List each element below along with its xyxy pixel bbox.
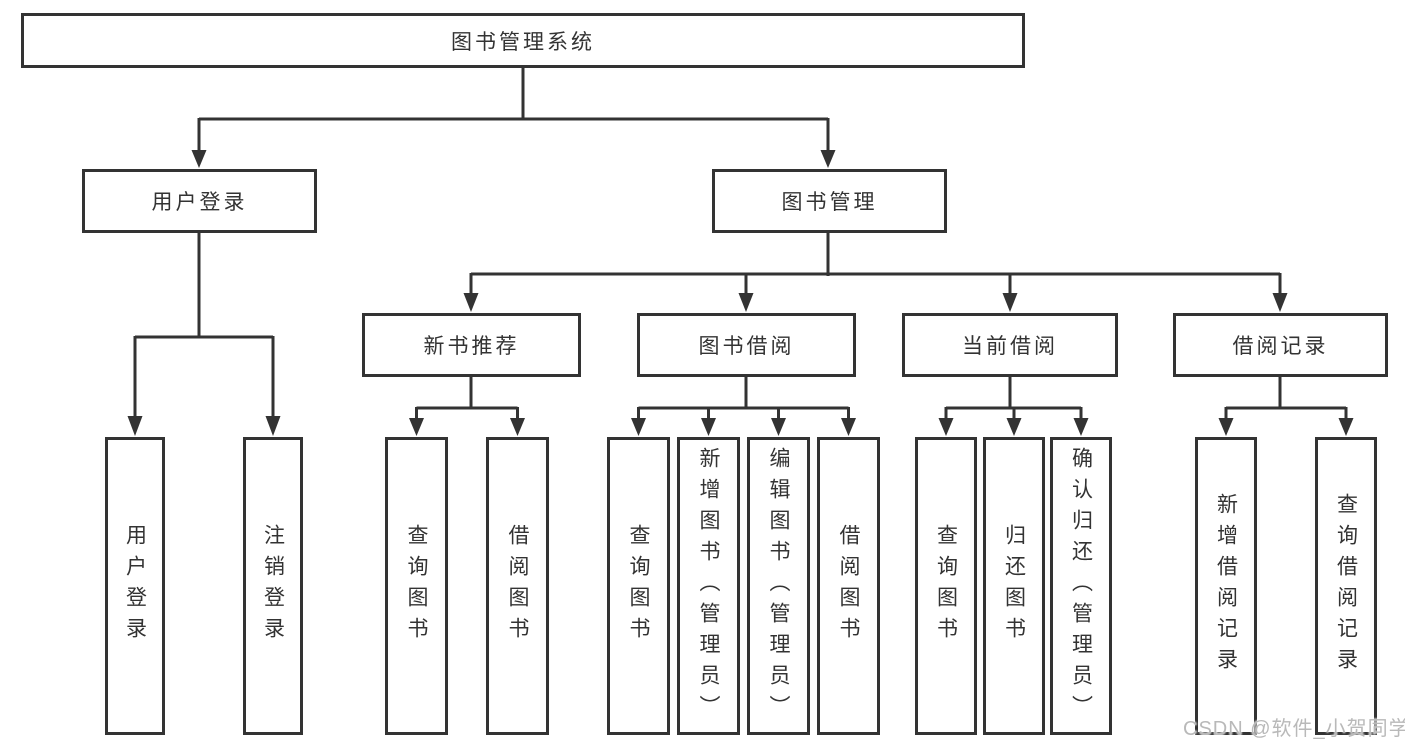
leaf-label: 确认归还（管理员）	[1069, 446, 1093, 726]
node-label: 图书管理系统	[451, 30, 595, 54]
leaf-query-books-current: 查询图书	[915, 437, 977, 735]
leaf-query-borrow-record: 查询借阅记录	[1315, 437, 1377, 735]
leaf-label: 用户登录	[123, 524, 147, 648]
leaf-borrow-books: 借阅图书	[817, 437, 880, 735]
csdn-watermark: CSDN @软件_小贺同学	[1183, 718, 1405, 740]
leaf-label: 编辑图书（管理员）	[767, 446, 790, 726]
node-borrowing-records: 借阅记录	[1173, 313, 1388, 377]
leaf-label: 查询借阅记录	[1334, 493, 1358, 679]
arrowheads	[127, 150, 1354, 436]
leaf-borrow-books-recommend: 借阅图书	[486, 437, 549, 735]
leaf-label: 注销登录	[261, 524, 285, 648]
node-new-book-recommendation: 新书推荐	[362, 313, 581, 377]
leaf-return-books: 归还图书	[983, 437, 1045, 735]
node-label: 图书管理	[781, 191, 878, 214]
leaf-add-borrow-record: 新增借阅记录	[1195, 437, 1257, 735]
leaf-label: 新增借阅记录	[1214, 493, 1238, 679]
node-label: 当前借阅	[962, 335, 1058, 358]
leaf-label: 新增图书（管理员）	[697, 446, 720, 726]
leaf-label: 归还图书	[1002, 524, 1026, 648]
node-user-login: 用户登录	[82, 169, 317, 233]
leaf-label: 借阅图书	[837, 524, 860, 648]
leaf-edit-books-admin: 编辑图书（管理员）	[747, 437, 810, 735]
leaf-logout: 注销登录	[243, 437, 303, 735]
node-book-borrowing: 图书借阅	[637, 313, 856, 377]
leaf-add-books-admin: 新增图书（管理员）	[677, 437, 740, 735]
node-current-borrowing: 当前借阅	[902, 313, 1118, 377]
leaf-user-login: 用户登录	[105, 437, 165, 735]
leaf-query-books-borrowing: 查询图书	[607, 437, 670, 735]
node-library-management-system: 图书管理系统	[21, 13, 1025, 68]
leaf-label: 查询图书	[405, 524, 428, 648]
node-book-management: 图书管理	[712, 169, 947, 233]
node-label: 新书推荐	[423, 335, 520, 358]
node-label: 借阅记录	[1232, 335, 1329, 358]
node-label: 用户登录	[151, 191, 248, 214]
leaf-confirm-return-admin: 确认归还（管理员）	[1050, 437, 1112, 735]
leaf-label: 查询图书	[934, 524, 958, 648]
node-label: 图书借阅	[698, 335, 795, 358]
leaf-label: 查询图书	[627, 524, 650, 648]
leaf-label: 借阅图书	[506, 524, 529, 648]
leaf-query-books-recommend: 查询图书	[385, 437, 448, 735]
